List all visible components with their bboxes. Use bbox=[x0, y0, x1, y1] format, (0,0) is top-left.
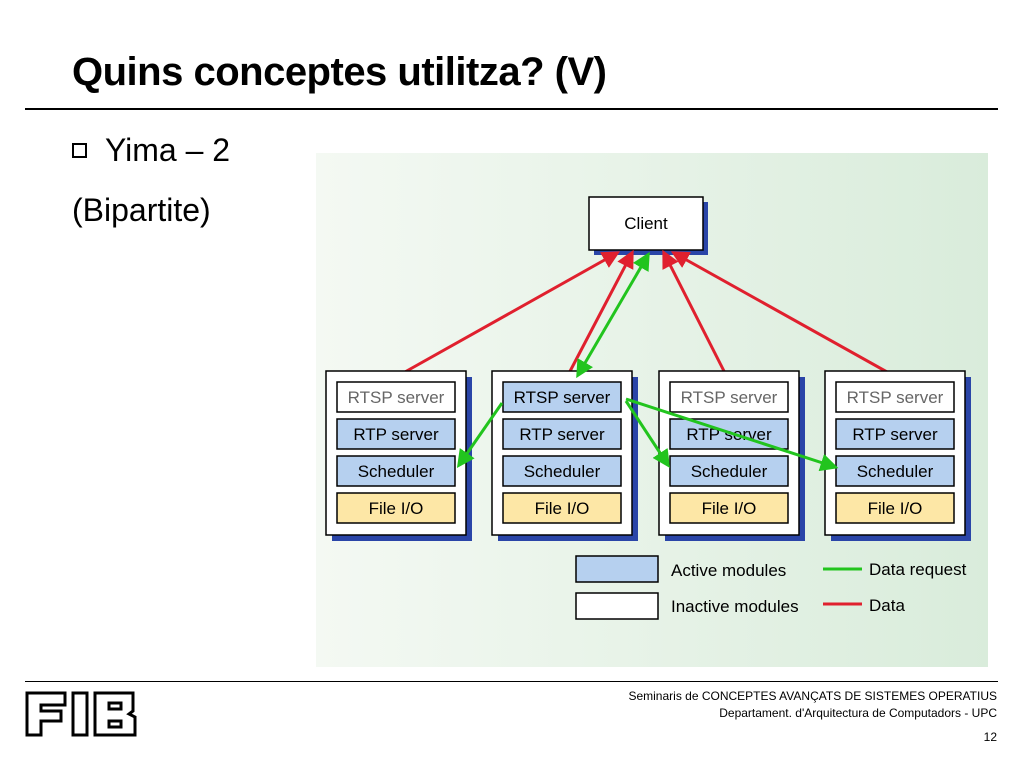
legend-inactive-swatch bbox=[575, 592, 659, 620]
footer-course: Seminaris de CONCEPTES AVANÇATS DE SISTE… bbox=[628, 689, 997, 703]
file-io-label: File I/O bbox=[868, 499, 923, 518]
slide-title: Quins conceptes utilitza? (V) bbox=[72, 50, 607, 94]
file-io-box bbox=[669, 492, 789, 524]
file-io-label: File I/O bbox=[535, 499, 590, 518]
scheduler-box bbox=[669, 455, 789, 487]
rtp-server-label: RTP server bbox=[353, 425, 439, 444]
scheduler-box bbox=[502, 455, 622, 487]
legend-data-request-label: Data request bbox=[869, 560, 967, 579]
file-io-label: File I/O bbox=[369, 499, 424, 518]
rtsp-server-label: RTSP server bbox=[348, 388, 445, 407]
client-label: Client bbox=[624, 214, 668, 233]
legend-active-label: Active modules bbox=[671, 561, 786, 580]
request-arrow-rtsp-scheduler-4 bbox=[625, 397, 839, 472]
square-bullet-icon bbox=[72, 143, 87, 158]
rtsp-server-box bbox=[502, 381, 622, 413]
rtsp-server-label: RTSP server bbox=[681, 388, 778, 407]
request-arrow-client-rtsp bbox=[576, 251, 650, 379]
file-io-box bbox=[835, 492, 955, 524]
file-io-box bbox=[336, 492, 456, 524]
rtsp-server-box bbox=[336, 381, 456, 413]
data-arrow-3 bbox=[662, 249, 729, 378]
rtp-server-box bbox=[502, 418, 622, 450]
rtsp-server-box bbox=[835, 381, 955, 413]
bullet-subtitle: (Bipartite) bbox=[72, 192, 211, 228]
file-io-box bbox=[502, 492, 622, 524]
footer-rule bbox=[25, 681, 998, 682]
rtsp-server-label: RTSP server bbox=[514, 388, 611, 407]
legend-inactive-label: Inactive modules bbox=[671, 597, 799, 616]
scheduler-label: Scheduler bbox=[691, 462, 768, 481]
request-arrow-rtsp-scheduler-3 bbox=[624, 400, 670, 469]
file-io-label: File I/O bbox=[702, 499, 757, 518]
rtp-server-label: RTP server bbox=[852, 425, 938, 444]
bullet-item: Yima – 2 bbox=[72, 132, 230, 169]
bullet-text: Yima – 2 bbox=[105, 132, 231, 168]
client-node: Client bbox=[588, 196, 708, 255]
data-arrow-4 bbox=[670, 251, 897, 379]
scheduler-label: Scheduler bbox=[358, 462, 435, 481]
legend: Active modules Inactive modules Data req… bbox=[575, 555, 967, 620]
rtp-server-box bbox=[835, 418, 955, 450]
scheduler-box bbox=[835, 455, 955, 487]
rtp-server-label: RTP server bbox=[519, 425, 605, 444]
legend-data-label: Data bbox=[869, 596, 905, 615]
scheduler-box bbox=[336, 455, 456, 487]
scheduler-label: Scheduler bbox=[857, 462, 934, 481]
page-number: 12 bbox=[983, 730, 997, 744]
rtp-server-box bbox=[336, 418, 456, 450]
title-rule bbox=[25, 108, 998, 110]
rtsp-server-label: RTSP server bbox=[847, 388, 944, 407]
rtsp-server-box bbox=[669, 381, 789, 413]
data-request-arrows bbox=[456, 251, 839, 472]
request-arrow-rtsp-scheduler-1 bbox=[456, 402, 504, 468]
fib-logo bbox=[25, 691, 137, 737]
legend-active-swatch bbox=[575, 555, 659, 583]
scheduler-label: Scheduler bbox=[524, 462, 601, 481]
footer-department: Departament. d'Arquitectura de Computado… bbox=[719, 706, 997, 720]
